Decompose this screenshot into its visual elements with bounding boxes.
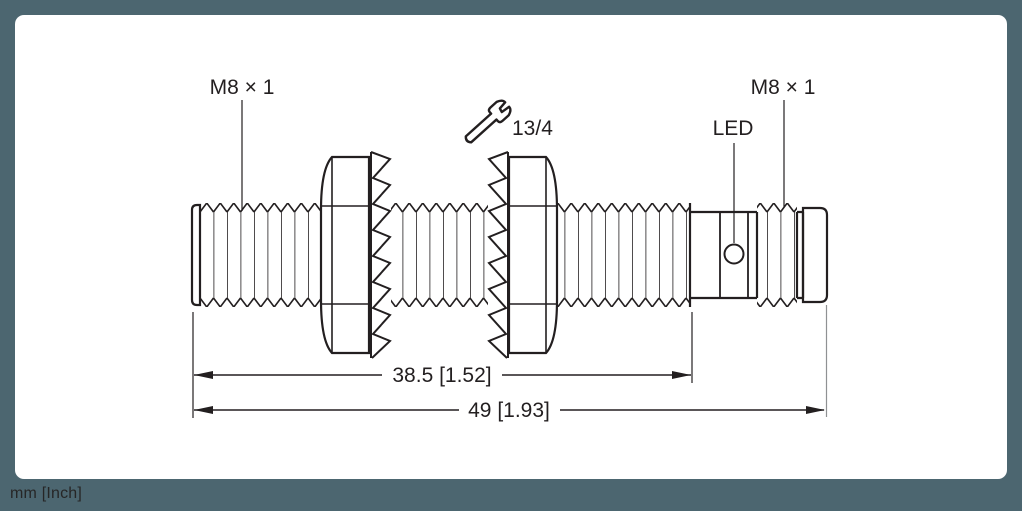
- overall-length-value: 49 [1.93]: [468, 399, 550, 422]
- thread-section-right: [558, 203, 690, 307]
- units-note: mm [Inch]: [10, 485, 83, 502]
- thread-left-label: M8 × 1: [210, 76, 275, 99]
- led-window: [723, 243, 745, 265]
- drawing-card: [15, 15, 1007, 479]
- thread-right-label: M8 × 1: [751, 76, 816, 99]
- leader-lines: [241, 100, 785, 243]
- connector-thread: [757, 203, 797, 307]
- lock-washer-left: [370, 151, 392, 359]
- dimension-thread-length: 38.5 [1.52]: [194, 364, 691, 387]
- connector-end-cap: [795, 206, 829, 304]
- thread-length-value: 38.5 [1.52]: [392, 364, 491, 387]
- barrel-left-end: [190, 203, 202, 307]
- led-label: LED: [713, 117, 754, 140]
- lock-washer-right: [487, 151, 509, 359]
- sensor-body: [190, 151, 829, 359]
- connector-housing: [688, 203, 759, 307]
- dimension-overall-length: 49 [1.93]: [194, 399, 825, 422]
- dimension-lines: 38.5 [1.52] 49 [1.93]: [192, 305, 828, 422]
- wrench-icon: [464, 99, 512, 144]
- thread-section-middle: [391, 203, 488, 307]
- hex-nut-left: [319, 155, 371, 355]
- wrench-size-label: 13/4: [512, 117, 553, 140]
- hex-nut-right: [507, 155, 559, 355]
- thread-section-left: [200, 203, 322, 307]
